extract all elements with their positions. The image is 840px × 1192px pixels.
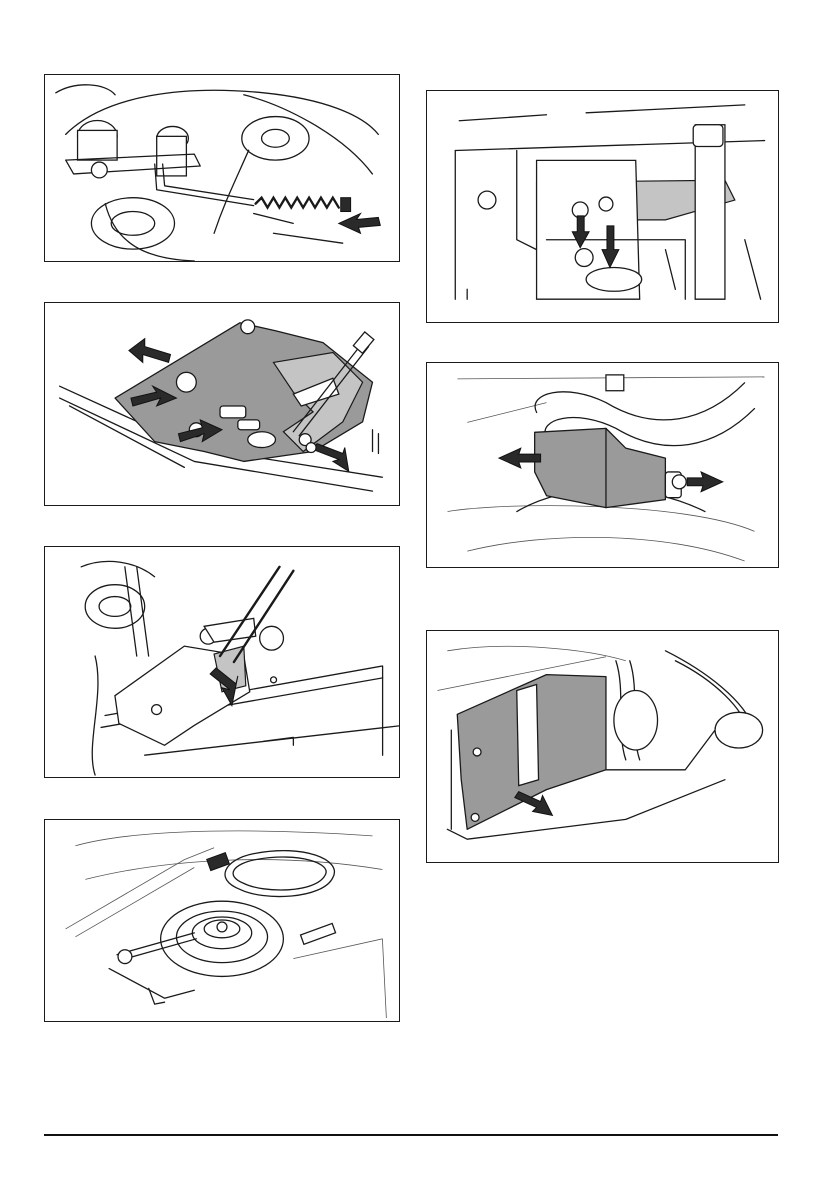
figure-7-drawing (427, 631, 778, 862)
figure-4-illustration (44, 819, 400, 1022)
pull-arrow-icon (687, 472, 723, 492)
spring-coil (256, 198, 339, 208)
figure-1-illustration (44, 74, 400, 262)
figure-3-drawing (45, 547, 399, 777)
pull-arrow-icon (129, 339, 171, 363)
figure-2-drawing (45, 303, 399, 505)
figure-6-illustration (426, 362, 779, 568)
push-arrow-icon (339, 214, 381, 234)
callout-circle-icon (260, 626, 284, 650)
figure-4-drawing (45, 820, 399, 1021)
footer-rule (44, 1134, 778, 1136)
figure-1-drawing (45, 75, 399, 261)
figure-3-illustration (44, 546, 400, 778)
figure-7-illustration (426, 630, 779, 863)
figure-6-drawing (427, 363, 778, 567)
figure-2-illustration (44, 302, 400, 506)
figure-5-drawing (427, 91, 778, 322)
figure-5-illustration (426, 90, 779, 323)
